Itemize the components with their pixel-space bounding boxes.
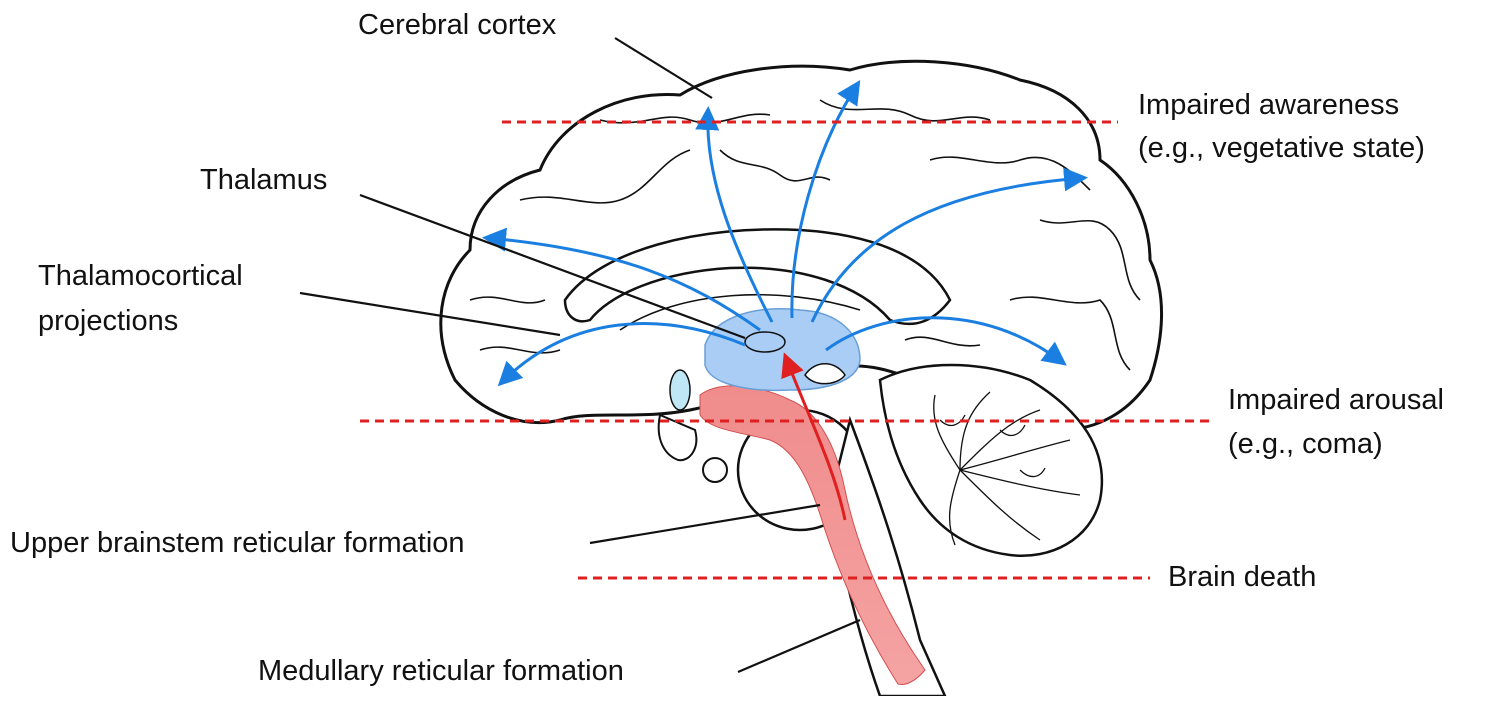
mammillary-body	[703, 458, 727, 482]
thalamus-label: Thalamus	[200, 163, 327, 198]
brain-death-label: Brain death	[1168, 560, 1316, 595]
thalamocortical-label-line1: Thalamocortical	[38, 259, 243, 294]
cerebral-cortex-label: Cerebral cortex	[358, 8, 556, 43]
upper-brainstem-label: Upper brainstem reticular formation	[10, 526, 465, 561]
impaired-awareness-label: Impaired awareness	[1138, 88, 1399, 123]
impaired-arousal-label: Impaired arousal	[1228, 383, 1444, 418]
optic-nerve	[670, 370, 690, 410]
impaired-awareness-example: (e.g., vegetative state)	[1138, 131, 1425, 166]
thalamocortical-label-line2: projections	[38, 304, 178, 339]
impaired-arousal-example: (e.g., coma)	[1228, 427, 1383, 462]
medullary-label: Medullary reticular formation	[258, 654, 624, 689]
